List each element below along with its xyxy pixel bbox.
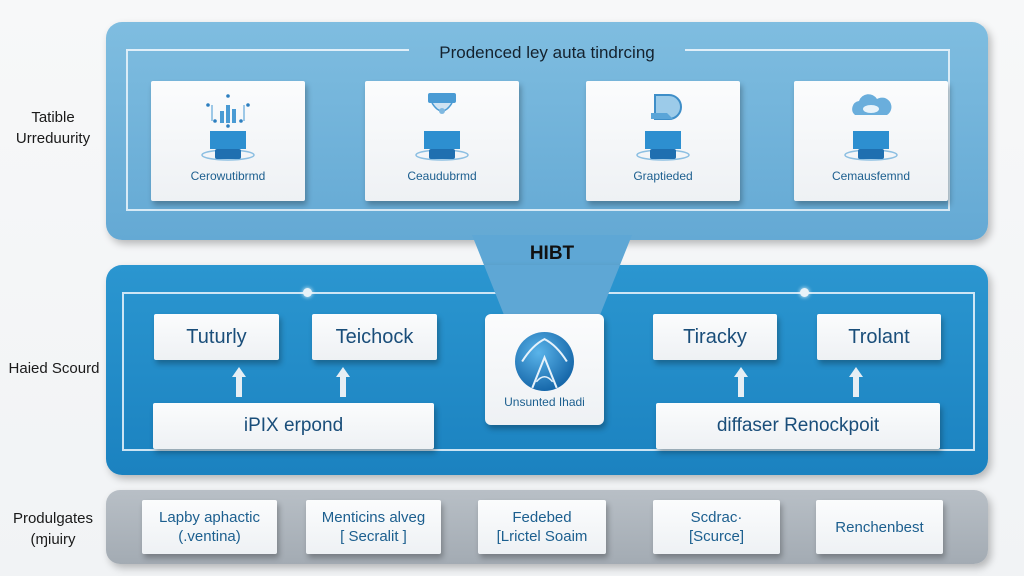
globe-logo-icon [515, 332, 574, 391]
row-label-bottom-line2: (ɱiuiry [30, 531, 76, 548]
bottom-card-2[interactable]: Menticins alveg [ Secralit ] [306, 500, 441, 554]
bottom-card-title: Fedebed [512, 509, 572, 526]
trolant-button[interactable]: Trolant [817, 314, 941, 360]
top-card-label: Graptieded [633, 169, 693, 183]
top-card-label: Cerowutibrmd [190, 169, 266, 183]
top-card-label: Cemausfemnd [831, 169, 911, 183]
teichock-button[interactable]: Teichock [312, 314, 437, 360]
funnel-lower [484, 265, 620, 315]
chart-monitor-icon [201, 94, 255, 161]
top-layer-title: Prodenced ley auta tindrcing [439, 43, 655, 62]
hand-monitor-icon [636, 94, 690, 161]
bottom-card-title: Menticins alveg [321, 509, 426, 526]
bottom-card-subtitle: (.ventina) [178, 528, 241, 545]
bottom-card-title: Renchenbest [835, 518, 924, 536]
top-card-label: Ceaudubrmd [407, 169, 477, 183]
bottom-card-subtitle: [Lrictel Soaim [496, 528, 588, 545]
top-card-2[interactable]: Ceaudubrmd [365, 81, 519, 201]
bottom-card-subtitle: [Scurce] [688, 528, 745, 545]
top-card-3[interactable]: Graptieded [586, 81, 740, 201]
row-label-middle: Haied Scourd [8, 360, 100, 377]
bottom-card-subtitle: [ Secralit ] [340, 528, 407, 545]
arrow-up-icon [849, 367, 863, 397]
bottom-card-1[interactable]: Lapby aphactic (.ventina) [142, 500, 277, 554]
row-label-bottom-line1: Produlgates [12, 510, 94, 527]
top-card-1[interactable]: Cerowutibrmd [151, 81, 305, 201]
connector-dot [800, 288, 809, 297]
arrow-up-icon [336, 367, 350, 397]
cloud-monitor-icon [844, 94, 898, 161]
arrow-up-icon [734, 367, 748, 397]
tiracky-button[interactable]: Tiracky [653, 314, 777, 360]
top-layer-panel: Prodenced ley auta tindrcing Cerowutibrm… [106, 22, 988, 240]
bottom-card-title: Lapby aphactic [159, 509, 260, 526]
renockpoit-block[interactable]: diffaser Renockpoit [656, 403, 940, 449]
row-label-top: Tatible Urreduurity [6, 107, 100, 149]
top-card-4[interactable]: Cemausfemnd [794, 81, 948, 201]
center-logo-card[interactable]: Unsunted Ihadi [485, 314, 604, 425]
row-label-bottom: Produlgates (ɱiuiry [4, 508, 102, 550]
bottom-card-title: Scdrac· [690, 509, 743, 526]
bottom-card-4[interactable]: Scdrac· [Scurce] [653, 500, 780, 554]
row-label-top-line2: Urreduurity [15, 130, 91, 147]
ipix-erpond-block[interactable]: iPIX erpond [153, 403, 434, 449]
row-label-top-line1: Tatible [31, 109, 75, 126]
support-monitor-icon [415, 93, 469, 161]
bottom-card-5[interactable]: Renchenbest [816, 500, 943, 554]
center-card-label: Unsunted Ihadi [504, 395, 585, 409]
connector-dot [303, 288, 312, 297]
top-layer-frame [126, 49, 950, 211]
connector-label: HIBT [529, 243, 575, 264]
bottom-card-3[interactable]: Fedebed [Lrictel Soaim [478, 500, 606, 554]
tuturly-button[interactable]: Tuturly [154, 314, 279, 360]
arrow-up-icon [232, 367, 246, 397]
